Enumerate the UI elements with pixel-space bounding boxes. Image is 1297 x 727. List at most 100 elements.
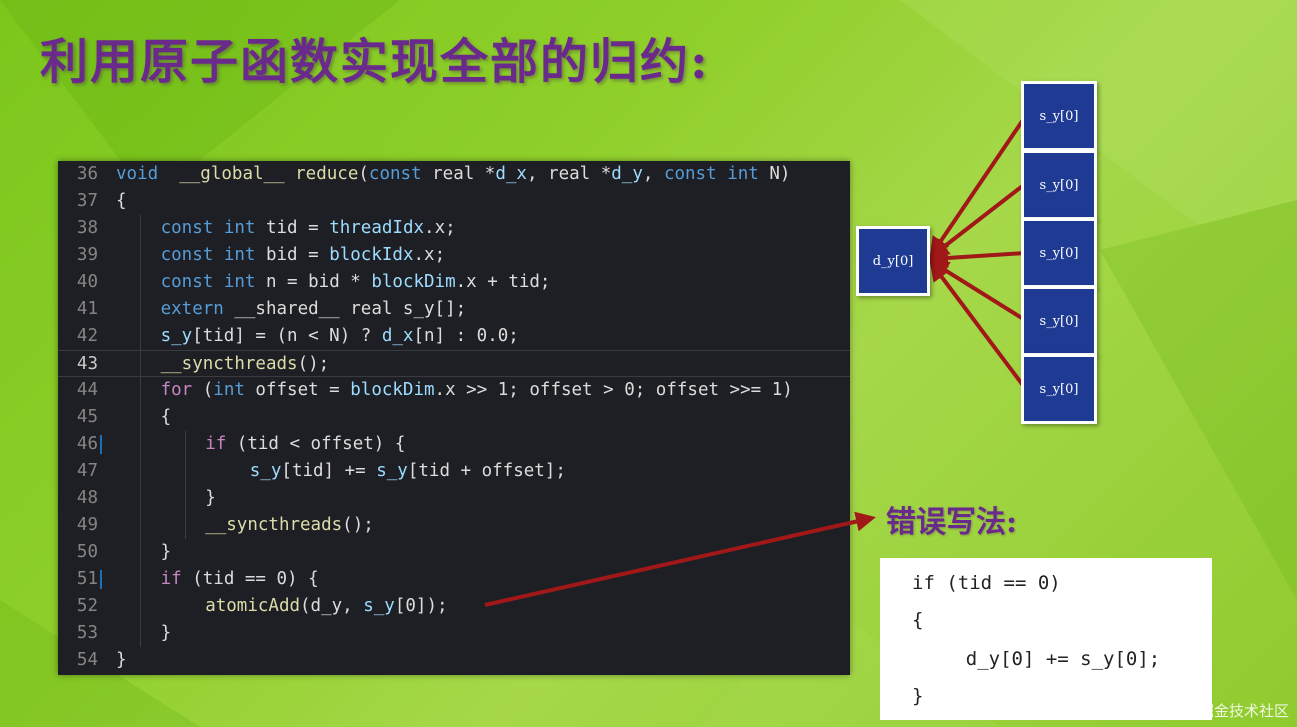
code-line: 49__syncthreads(); <box>58 512 850 539</box>
code-text: if (tid == 0) { <box>161 566 319 593</box>
code-line: 39 const int bid = blockIdx.x; <box>58 242 850 269</box>
source-box-s_y: s_y[0] <box>1021 218 1097 288</box>
code-text: void __global__ reduce(const real *d_x, … <box>116 161 790 188</box>
code-token: .x; <box>424 218 456 238</box>
code-text: extern __shared__ real s_y[]; <box>161 296 467 323</box>
code-token: ( <box>192 380 214 400</box>
code-text: } <box>161 539 172 566</box>
line-number: 48 <box>76 488 98 508</box>
arrow-s_y-5 <box>929 260 1027 390</box>
code-token: bid = <box>255 245 330 265</box>
code-token: } <box>160 542 172 562</box>
code-text: { <box>116 188 127 215</box>
arrow-wrong-pointer <box>484 511 876 607</box>
code-token: reduce <box>295 164 359 184</box>
source-box-s_y: s_y[0] <box>1021 150 1097 220</box>
code-token: blockDim <box>350 380 435 400</box>
code-token: int <box>213 380 245 400</box>
code-token: d_x <box>495 164 527 184</box>
arrow-s_y-4 <box>928 259 1027 322</box>
code-token: if <box>205 434 227 454</box>
code-token: .x; <box>413 245 446 265</box>
line-number: 36 <box>76 164 98 184</box>
wrong-code-line: } <box>912 685 924 707</box>
code-token: [tid] = (n < N) ? <box>192 326 382 346</box>
code-text: if (tid < offset) { <box>205 431 405 458</box>
code-token: } <box>116 650 127 670</box>
code-token: threadIdx <box>329 218 425 238</box>
code-token: , real * <box>526 164 612 184</box>
source-box-s_y: s_y[0] <box>1021 354 1097 424</box>
code-text: s_y[tid] = (n < N) ? d_x[n] : 0.0; <box>161 323 519 350</box>
code-text: } <box>205 485 216 512</box>
line-number: 45 <box>76 407 98 427</box>
wrong-code-line: if (tid == 0) <box>912 572 1061 594</box>
code-token: (); <box>297 354 330 374</box>
code-token: blockIdx <box>329 245 414 265</box>
line-number: 53 <box>76 623 98 643</box>
code-token: s_y <box>249 461 282 481</box>
line-number: 37 <box>76 191 98 211</box>
code-token: const <box>160 218 214 238</box>
code-token: blockDim <box>371 272 456 292</box>
code-line: 45 { <box>58 404 850 431</box>
code-token: s_y <box>376 461 408 481</box>
code-token: for <box>160 380 193 400</box>
code-token: d_y <box>611 164 643 184</box>
line-number: 40 <box>76 272 98 292</box>
code-token: __syncthreads <box>205 515 343 535</box>
code-token: .x >> 1; offset > 0; offset >>= 1) <box>434 380 793 400</box>
code-text: __syncthreads(); <box>161 351 330 378</box>
code-text: const int bid = blockIdx.x; <box>161 242 446 269</box>
code-token: int <box>223 245 256 265</box>
line-number: 52 <box>76 596 98 616</box>
line-number: 47 <box>76 461 98 481</box>
code-token: (); <box>342 515 374 535</box>
arrow-s_y-3 <box>928 247 1026 268</box>
code-token: const <box>663 164 717 184</box>
wrong-code-line: { <box>912 609 924 631</box>
code-line: 48} <box>58 485 850 512</box>
code-line: 50} <box>58 539 850 566</box>
code-line: 47 s_y[tid] += s_y[tid + offset]; <box>58 458 850 485</box>
line-number: 54 <box>76 650 98 670</box>
code-token: extern <box>160 299 224 319</box>
code-text: } <box>116 647 127 674</box>
code-token: __global__ <box>179 164 285 184</box>
slide-title: 利用原子函数实现全部的归约: <box>40 34 710 90</box>
code-token: (tid < offset) { <box>226 434 406 454</box>
code-editor: 36 void __global__ reduce(const real *d_x… <box>58 161 850 675</box>
code-token: const <box>368 164 422 184</box>
source-box-s_y: s_y[0] <box>1021 81 1097 151</box>
code-line: 36 void __global__ reduce(const real *d_x… <box>58 161 850 188</box>
code-token: int <box>727 164 759 184</box>
wrong-code-panel: if (tid == 0) { d_y[0] += s_y[0]; } <box>880 558 1212 720</box>
line-number: 38 <box>76 218 98 238</box>
code-text: __syncthreads(); <box>205 512 374 539</box>
arrow-s_y-1 <box>929 115 1027 258</box>
code-token: [0]); <box>394 596 448 616</box>
code-token: (d_y, <box>300 596 364 616</box>
code-token: __shared__ real s_y[]; <box>223 299 467 319</box>
code-text: { <box>161 404 172 431</box>
code-token: void <box>116 164 159 184</box>
line-number: 46 <box>76 434 98 454</box>
code-line: 43__syncthreads(); <box>58 350 850 377</box>
code-line: 37 { <box>58 188 850 215</box>
code-text: s_y[tid] += s_y[tid + offset]; <box>250 458 566 485</box>
code-token: [tid] += <box>281 461 377 481</box>
code-token: __syncthreads <box>160 354 298 374</box>
code-token: if <box>160 569 182 589</box>
change-marker <box>100 435 102 454</box>
code-token: N) <box>758 164 791 184</box>
line-number: 39 <box>76 245 98 265</box>
indent-guide <box>140 215 142 647</box>
arrow-s_y-2 <box>928 182 1027 259</box>
source-box-s_y: s_y[0] <box>1021 286 1097 356</box>
wrong-code-line: d_y[0] += s_y[0]; <box>920 648 1161 670</box>
